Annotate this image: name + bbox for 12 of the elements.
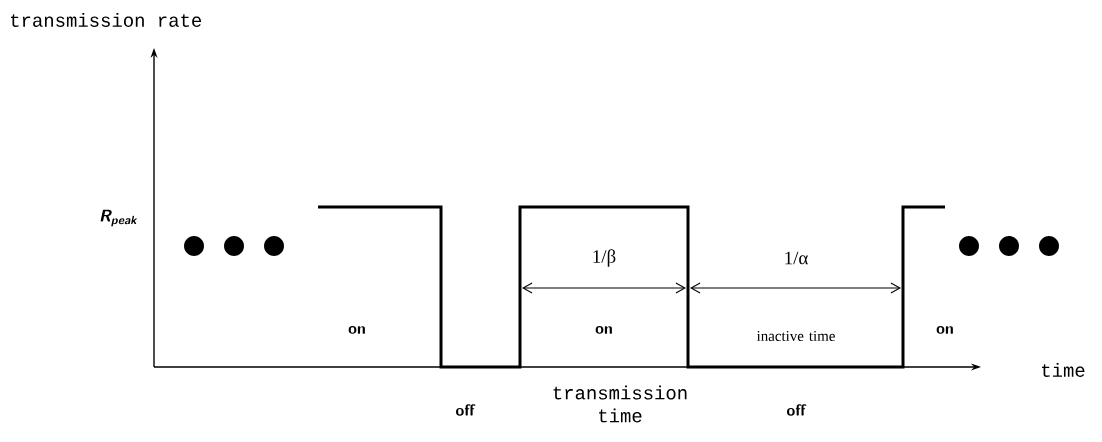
duration-label: 1/β xyxy=(593,249,616,267)
duration-label: 1/α xyxy=(785,251,808,265)
state-label: on xyxy=(936,326,953,334)
state-label: off xyxy=(787,404,807,416)
level-label: R$_{peak}$ xyxy=(100,209,138,227)
state-label: off xyxy=(456,404,476,416)
state-label: on xyxy=(595,326,612,334)
axis-label: transmission rate xyxy=(10,13,202,27)
state-label: on xyxy=(348,326,365,334)
period-label: transmission time xyxy=(553,385,687,423)
period-label: inactive time xyxy=(756,331,835,341)
axis-label: time xyxy=(1042,363,1085,377)
